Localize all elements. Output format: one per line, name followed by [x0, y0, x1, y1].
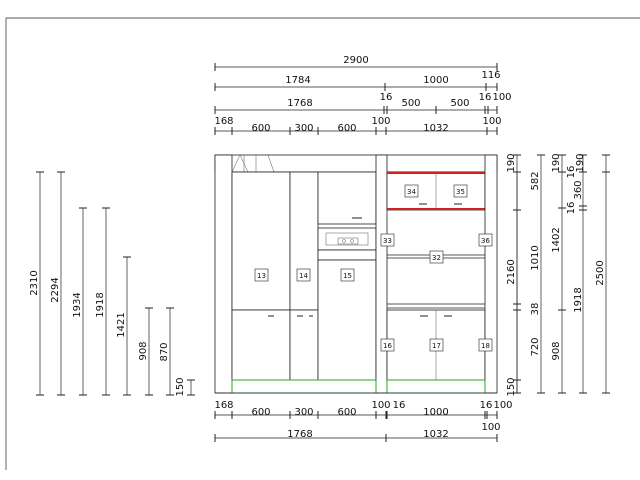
tag-15: 15 [343, 272, 352, 280]
dim-top-100b: 100 [482, 116, 501, 127]
dim-right-190a: 190 [506, 153, 517, 172]
dim-left-870: 870 [159, 342, 170, 361]
left-side-panel [214, 154, 233, 394]
tag-32: 32 [432, 254, 441, 262]
cabinet-elevation [214, 154, 498, 394]
right-dimensions: 190 582 1010 38 720 150 2160 190 16 1402… [506, 153, 610, 397]
dim-bot-168: 168 [214, 400, 233, 411]
dim-bot-300: 300 [294, 407, 313, 418]
dim-right-360: 360 [573, 180, 584, 199]
dim-right-582: 582 [530, 171, 541, 190]
dim-left-1934: 1934 [72, 292, 83, 317]
tall-cabinet-14-lower [289, 309, 319, 381]
tall-cabinet-14-upper [289, 171, 319, 311]
plinth-right [386, 379, 486, 394]
dim-right-38: 38 [530, 303, 541, 316]
tag-18: 18 [481, 342, 490, 350]
dim-right-190b: 190 [551, 153, 562, 172]
dim-top-end: 116 [481, 70, 500, 81]
center-partition [375, 154, 388, 394]
dim-left-908: 908 [138, 341, 149, 360]
dim-bot-1000: 1000 [423, 407, 448, 418]
oven [317, 227, 377, 251]
dim-right-2500: 2500 [595, 260, 606, 285]
top-soffit [214, 154, 498, 173]
dim-right-720: 720 [530, 337, 541, 356]
dim-top-left-run: 1784 [285, 75, 310, 86]
dim-right-908: 908 [551, 341, 562, 360]
dim-top-100a: 100 [371, 116, 390, 127]
bottom-dimensions: 168 600 300 600 100 16 1000 16 100 1768 … [214, 400, 513, 442]
part-tags: 13 14 15 32 33 34 35 36 16 17 18 [254, 184, 493, 352]
dim-top-100: 100 [492, 92, 511, 103]
dim-bot-100b: 100 [493, 400, 512, 411]
dim-left-150: 150 [175, 377, 186, 396]
dim-top-168: 168 [214, 116, 233, 127]
dim-bot-1032: 1032 [423, 429, 448, 440]
right-side-panel [484, 154, 498, 394]
oven-column-top [317, 171, 377, 225]
dim-right-2160: 2160 [506, 259, 517, 284]
dim-left-2310: 2310 [29, 270, 40, 295]
tag-16: 16 [383, 342, 392, 350]
top-dimensions: 2900 1784 1000 116 1768 16 500 500 16 10… [214, 55, 512, 135]
tag-14: 14 [299, 272, 308, 280]
dim-top-right-run: 1000 [423, 75, 448, 86]
dim-bot-16a: 16 [393, 400, 406, 411]
tall-cabinet-13-upper [231, 171, 291, 311]
tag-35: 35 [456, 188, 465, 196]
hatch-marks [231, 154, 249, 173]
dim-left-1421: 1421 [116, 312, 127, 337]
tall-cabinet-13-lower [231, 309, 291, 381]
plinth-left [231, 379, 377, 394]
tag-34: 34 [407, 188, 416, 196]
tag-33: 33 [383, 237, 392, 245]
dim-top-1032: 1032 [423, 123, 448, 134]
dim-top-500b: 500 [450, 98, 469, 109]
dim-right-16a: 16 [566, 202, 577, 215]
dim-right-150: 150 [506, 377, 517, 396]
tag-17: 17 [432, 342, 441, 350]
tag-13: 13 [257, 272, 266, 280]
dim-top-300: 300 [294, 123, 313, 134]
left-dimensions: 2310 2294 1934 1918 1421 908 870 150 [29, 171, 195, 397]
dim-top-600a: 600 [251, 123, 270, 134]
dim-bot-16b: 16 [480, 400, 493, 411]
dim-bot-1768: 1768 [287, 429, 312, 440]
dim-right-16b: 16 [566, 166, 577, 179]
tag-36: 36 [481, 237, 490, 245]
dim-right-1010: 1010 [530, 245, 541, 270]
oven-drawer [317, 249, 377, 261]
dim-right-1918: 1918 [573, 287, 584, 312]
dim-left-2294: 2294 [50, 277, 61, 302]
dim-bot-600a: 600 [251, 407, 270, 418]
dim-bot-600b: 600 [337, 407, 356, 418]
dim-bot-100a: 100 [371, 400, 390, 411]
dim-left-1918: 1918 [95, 292, 106, 317]
dim-top-16a: 16 [380, 92, 393, 103]
dim-top-500a: 500 [401, 98, 420, 109]
dim-top-total: 2900 [343, 55, 368, 66]
dim-top-600b: 600 [337, 123, 356, 134]
dim-bot-100c: 100 [481, 422, 500, 433]
dim-right-1402: 1402 [551, 227, 562, 252]
dim-right-190c: 190 [575, 153, 586, 172]
dim-top-16b: 16 [479, 92, 492, 103]
dim-top-1768: 1768 [287, 98, 312, 109]
